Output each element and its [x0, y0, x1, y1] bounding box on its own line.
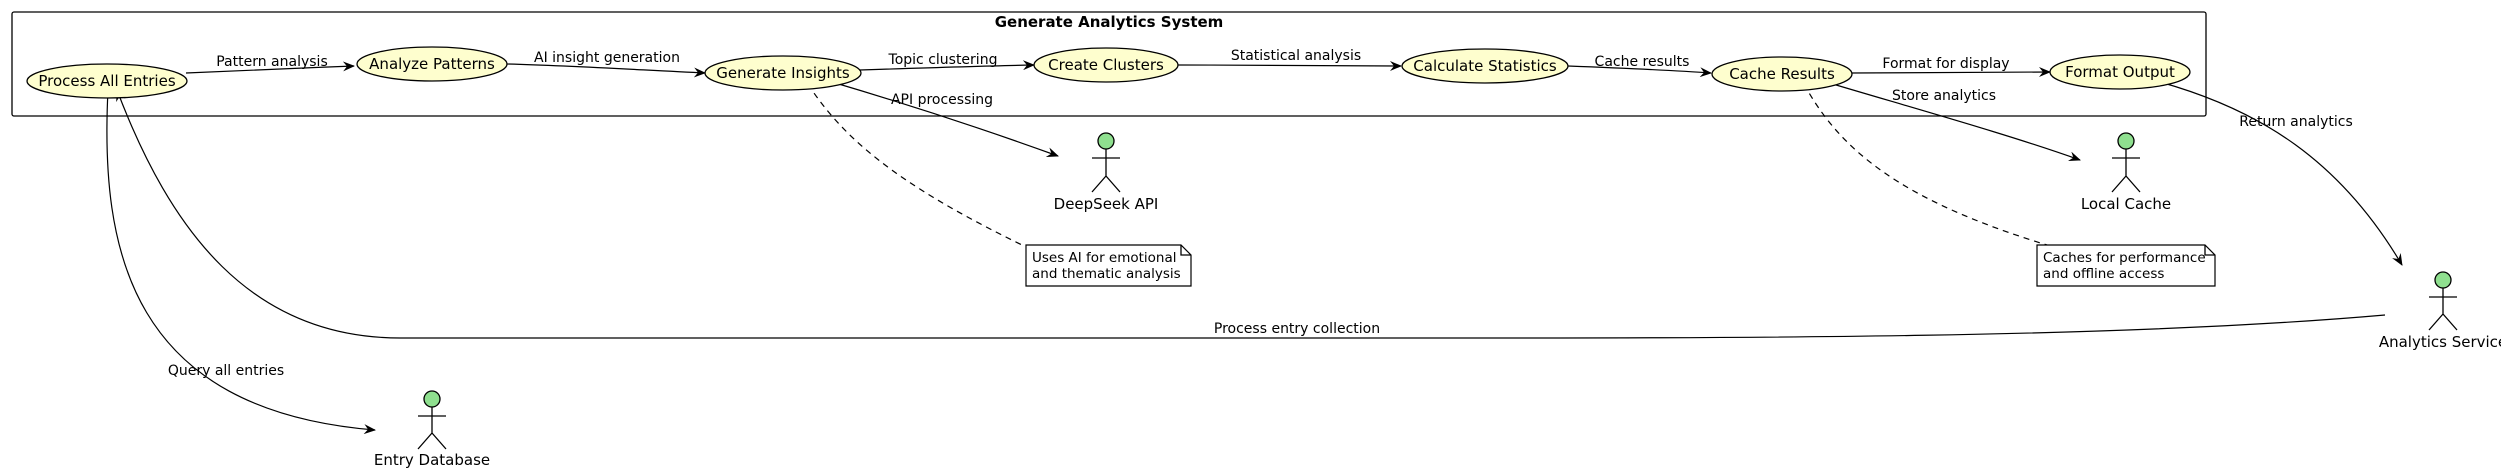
note-box: [1025, 244, 1192, 287]
note-cache-performance: Caches for performance and offline acces…: [2036, 244, 2216, 287]
actor-deepseek-api[interactable]: DeepSeek API: [1054, 132, 1159, 213]
actor-figure-icon: [2111, 149, 2141, 193]
actor-head-icon: [2434, 271, 2452, 289]
edge-return-analytics: [2159, 81, 2403, 266]
actor-figure-icon: [2428, 288, 2458, 331]
use-case-label: Cache Results: [1729, 65, 1835, 83]
system-title: Generate Analytics System: [995, 13, 1224, 31]
edge-query-entries: [106, 89, 376, 435]
use-case-label: Create Clusters: [1048, 56, 1164, 74]
actor-entry-database[interactable]: Entry Database: [374, 390, 490, 469]
use-case-label: Format Output: [2065, 63, 2175, 81]
note-line: Uses AI for emotional: [1032, 250, 1177, 266]
use-case-analyze-patterns[interactable]: Analyze Patterns: [356, 46, 508, 82]
actor-label: Entry Database: [374, 451, 490, 469]
note-line: and offline access: [2043, 266, 2164, 282]
edge-api-processing: [831, 81, 1059, 157]
use-cases: Process All Entries Analyze Patterns Gen…: [26, 46, 2191, 99]
system-boundary: Generate Analytics System: [11, 11, 2207, 117]
use-case-generate-insights[interactable]: Generate Insights: [704, 55, 862, 91]
note-line: and thematic analysis: [1032, 266, 1181, 282]
edge-label-query-entries: Query all entries: [168, 363, 284, 379]
edge-topic-clustering: [859, 60, 1035, 71]
edge-label-return-analytics: Return analytics: [2239, 114, 2352, 130]
actor-figure-icon: [1091, 149, 1121, 193]
use-case-calculate-statistics[interactable]: Calculate Statistics: [1401, 48, 1569, 84]
edge-store-analytics: [1825, 81, 2081, 162]
system-frame: [11, 11, 2207, 117]
edge-label-api-processing: API processing: [891, 92, 993, 108]
edge-label-format-display: Format for display: [1882, 56, 2009, 72]
use-case-label: Analyze Patterns: [369, 55, 495, 73]
edge-label-topic-clustering: Topic clustering: [888, 52, 998, 68]
actor-local-cache[interactable]: Local Cache: [2081, 132, 2171, 213]
use-case-create-clusters[interactable]: Create Clusters: [1033, 47, 1179, 83]
use-case-format-output[interactable]: Format Output: [2049, 54, 2191, 90]
use-case-label: Calculate Statistics: [1413, 57, 1557, 75]
edge-label-statistical-analysis: Statistical analysis: [1231, 48, 1361, 64]
actor-label: DeepSeek API: [1054, 195, 1159, 213]
edge-label-cache-results: Cache results: [1595, 54, 1690, 70]
note-line: Caches for performance: [2043, 250, 2206, 266]
edge-pattern-analysis: [185, 61, 355, 74]
use-case-cache-results[interactable]: Cache Results: [1711, 56, 1853, 92]
note-fold-icon: [1180, 245, 1191, 256]
edge-cache-results: [1567, 65, 1712, 78]
actor-label: Analytics Service: [2379, 333, 2501, 351]
edge-label-process-collection: Process entry collection: [1214, 321, 1380, 337]
use-case-process-all-entries[interactable]: Process All Entries: [26, 63, 188, 99]
actor-head-icon: [1097, 132, 1115, 150]
actor-head-icon: [423, 390, 441, 408]
use-case-label: Generate Insights: [716, 64, 850, 82]
edge-label-ai-insight: AI insight generation: [534, 50, 680, 66]
note-fold-icon: [2204, 245, 2215, 256]
edge-label-store-analytics: Store analytics: [1892, 88, 1996, 104]
actor-label: Local Cache: [2081, 195, 2171, 213]
edges: Pattern analysis AI insight generation T…: [106, 48, 2403, 435]
edge-ai-insight: [506, 63, 706, 78]
note-box: [2036, 244, 2216, 287]
note-connector-ai: [807, 83, 1023, 246]
use-case-label: Process All Entries: [38, 72, 175, 90]
note-connector-cache: [1803, 83, 2048, 246]
edge-format-display: [1850, 67, 2051, 78]
actor-figure-icon: [417, 407, 447, 450]
edge-statistical-analysis: [1177, 60, 1402, 71]
actor-analytics-service[interactable]: Analytics Service: [2379, 271, 2501, 351]
edge-label-pattern-analysis: Pattern analysis: [216, 54, 328, 70]
edge-process-collection: [116, 89, 2386, 339]
note-ai-analysis: Uses AI for emotional and thematic analy…: [1025, 244, 1192, 287]
actor-head-icon: [2117, 132, 2135, 150]
